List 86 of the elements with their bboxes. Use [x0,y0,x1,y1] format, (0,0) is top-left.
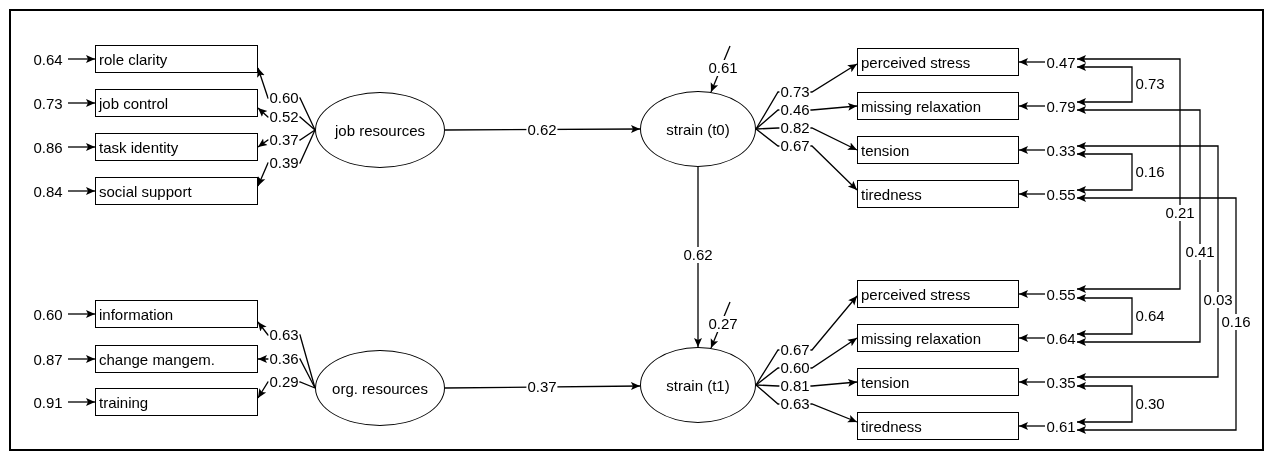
indicator-box: social support [95,177,258,205]
indicator-box: change mangem. [95,345,258,373]
edge-label: 0.61 [707,60,739,76]
edge-label: 0.29 [268,374,300,390]
arrow [1018,58,1046,66]
edge-label: 0.16 [1134,164,1166,180]
indicator-box: task identity [95,133,258,161]
correlation-arrow [1076,294,1133,338]
latent-variable-ellipse: job resources [315,92,445,168]
correlation-arrow [1076,142,1219,381]
correlation-arrow [1076,55,1181,293]
error-variance-value: 0.64 [1045,329,1077,347]
correlation-arrow [1076,106,1201,346]
arrow [67,55,96,63]
error-variance-value: 0.35 [1045,373,1077,391]
arrow [1018,334,1046,342]
latent-variable-ellipse: org. resources [315,350,445,426]
edge-label: 0.62 [526,122,558,138]
error-variance-value: 0.64 [28,50,68,68]
edge-label: 0.16 [1220,314,1252,330]
edge-label: 0.73 [779,84,811,100]
edge-label: 0.82 [779,120,811,136]
edge-label: 0.64 [1134,308,1166,324]
edge-label: 0.60 [779,360,811,376]
arrow [694,166,702,348]
error-variance-value: 0.86 [28,138,68,156]
error-variance-value: 0.47 [1045,53,1077,71]
edge-label: 0.67 [779,138,811,154]
arrow [1018,422,1046,430]
edge-label: 0.81 [779,378,811,394]
correlation-arrow [1076,382,1133,426]
edge-label: 0.37 [526,379,558,395]
error-variance-value: 0.73 [28,94,68,112]
edge-label: 0.30 [1134,396,1166,412]
edge-label: 0.41 [1184,244,1216,260]
indicator-box: job control [95,89,258,117]
edge-label: 0.39 [268,155,300,171]
error-variance-value: 0.79 [1045,97,1077,115]
arrow [1018,146,1046,154]
edge-label: 0.63 [268,327,300,343]
arrow [1018,378,1046,386]
arrow [67,398,96,406]
indicator-box: perceived stress [857,280,1019,308]
indicator-box: tiredness [857,180,1019,208]
latent-variable-ellipse: strain (t0) [640,91,756,167]
edge-label: 0.46 [779,102,811,118]
correlation-arrow [1076,150,1133,194]
edge-label: 0.73 [1134,76,1166,92]
correlation-arrow [1076,194,1237,434]
arrow [67,143,96,151]
edge-label: 0.37 [268,132,300,148]
indicator-box: tension [857,368,1019,396]
error-variance-value: 0.60 [28,305,68,323]
edge-label: 0.27 [707,316,739,332]
arrow [1018,290,1046,298]
edge-label: 0.21 [1164,205,1196,221]
edge-label: 0.52 [268,109,300,125]
indicator-box: perceived stress [857,48,1019,76]
edge-label: 0.67 [779,342,811,358]
edge-label: 0.60 [268,90,300,106]
arrow [67,187,96,195]
indicator-box: missing relaxation [857,324,1019,352]
indicator-box: missing relaxation [857,92,1019,120]
error-variance-value: 0.55 [1045,285,1077,303]
edge-label: 0.62 [682,247,714,263]
error-variance-value: 0.33 [1045,141,1077,159]
arrow [67,310,96,318]
arrow [1018,102,1046,110]
edge-label: 0.03 [1202,292,1234,308]
edge-label: 0.36 [268,351,300,367]
error-variance-value: 0.55 [1045,185,1077,203]
error-variance-value: 0.91 [28,393,68,411]
correlation-arrow [1076,63,1133,106]
indicator-box: information [95,300,258,328]
arrow [67,99,96,107]
error-variance-value: 0.87 [28,350,68,368]
error-variance-value: 0.84 [28,182,68,200]
indicator-box: tiredness [857,412,1019,440]
latent-variable-ellipse: strain (t1) [640,347,756,423]
arrow [1018,190,1046,198]
arrow [67,355,96,363]
edge-label: 0.63 [779,396,811,412]
error-variance-value: 0.61 [1045,417,1077,435]
indicator-box: tension [857,136,1019,164]
indicator-box: training [95,388,258,416]
indicator-box: role clarity [95,45,258,73]
